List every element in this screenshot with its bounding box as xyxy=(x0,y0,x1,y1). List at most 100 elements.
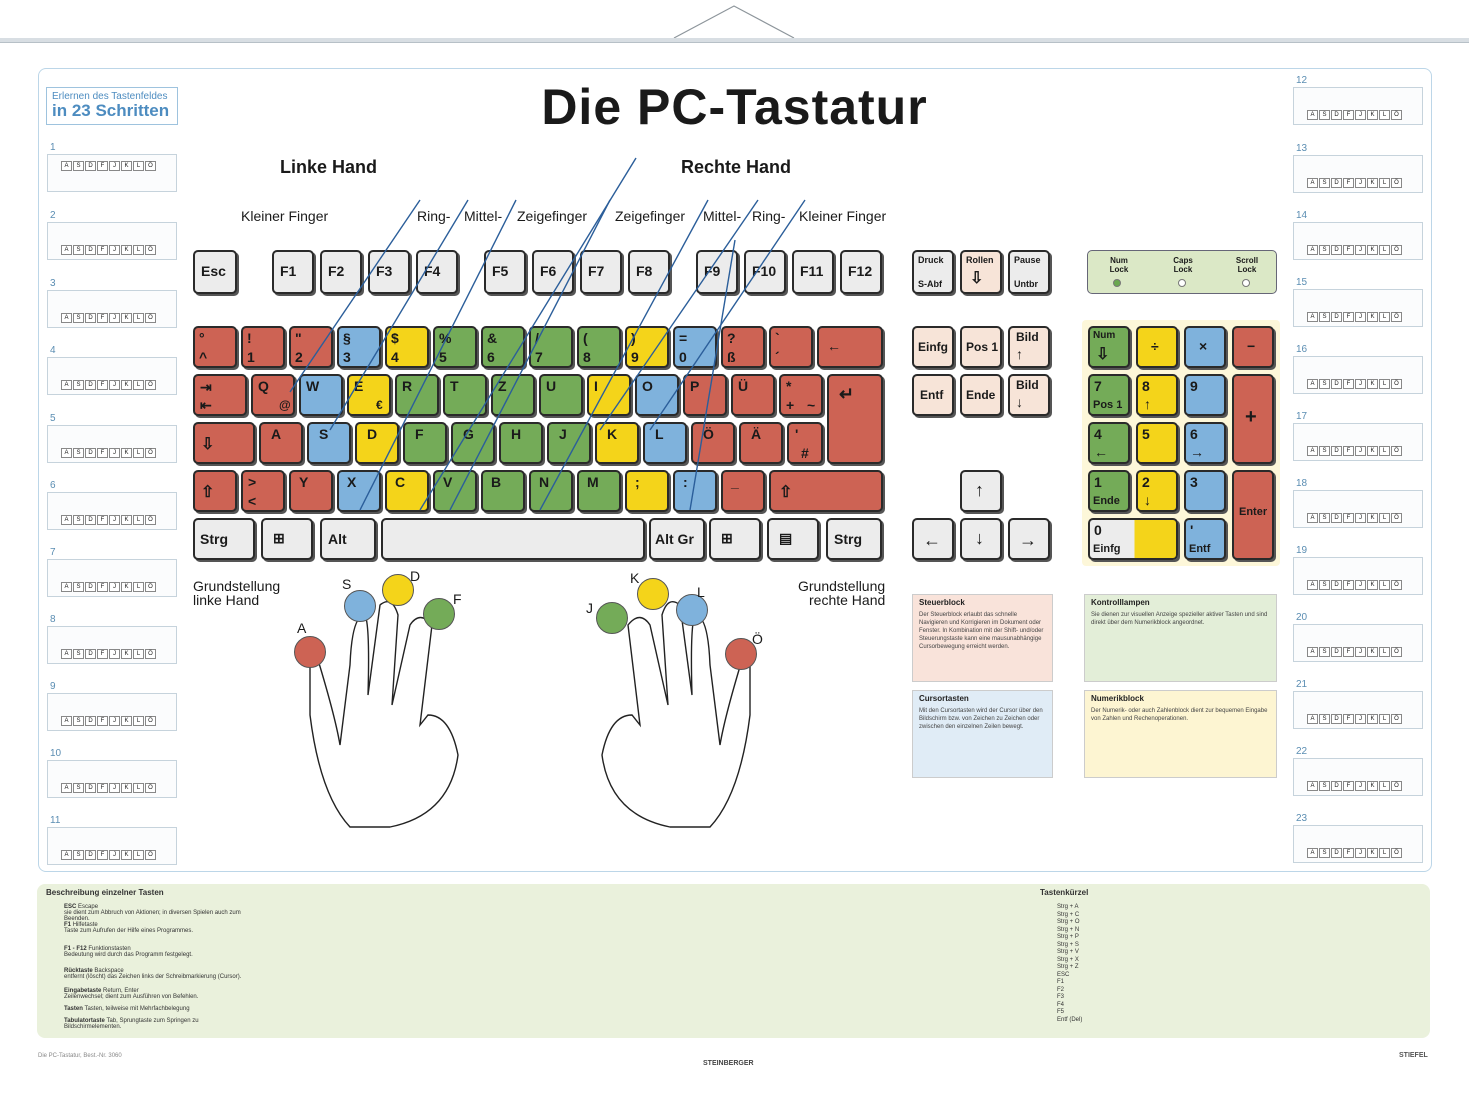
key-plus[interactable]: *+~ xyxy=(779,374,823,416)
key-7[interactable]: /7 xyxy=(529,326,573,368)
key-c[interactable]: C xyxy=(385,470,429,512)
key-num-9[interactable]: 9 xyxy=(1184,374,1226,416)
key-t[interactable]: T xyxy=(443,374,487,416)
key-f8[interactable]: F8 xyxy=(628,250,670,294)
key-backspace[interactable]: ← xyxy=(817,326,883,368)
key-sz[interactable]: ?ß xyxy=(721,326,765,368)
key-bild-up[interactable]: Bild↑ xyxy=(1008,326,1050,368)
key-f4[interactable]: F4 xyxy=(416,250,458,294)
key-f2[interactable]: F2 xyxy=(320,250,362,294)
key-r[interactable]: R xyxy=(395,374,439,416)
key-circumflex[interactable]: °^ xyxy=(193,326,237,368)
key-menu[interactable]: ▤ xyxy=(767,518,819,560)
key-0[interactable]: =0 xyxy=(673,326,717,368)
key-num-8[interactable]: 8↑ xyxy=(1136,374,1178,416)
key-num-multiply[interactable]: × xyxy=(1184,326,1226,368)
key-tab[interactable]: ⇥⇤ xyxy=(193,374,247,416)
key-arrow-left[interactable]: ← xyxy=(912,518,954,560)
key-f9[interactable]: F9 xyxy=(696,250,738,294)
key-arrow-right[interactable]: → xyxy=(1008,518,1050,560)
key-bild-down[interactable]: Bild↓ xyxy=(1008,374,1050,416)
key-num-comma[interactable]: 'Entf xyxy=(1184,518,1226,560)
key-3[interactable]: §3 xyxy=(337,326,381,368)
key-f6[interactable]: F6 xyxy=(532,250,574,294)
key-num-5[interactable]: 5 xyxy=(1136,422,1178,464)
key-einfg[interactable]: Einfg xyxy=(912,326,954,368)
key-d[interactable]: D xyxy=(355,422,399,464)
key-o[interactable]: O xyxy=(635,374,679,416)
key-win-left[interactable]: ⊞ xyxy=(261,518,313,560)
key-h[interactable]: H xyxy=(499,422,543,464)
key-e[interactable]: E€ xyxy=(347,374,391,416)
key-z[interactable]: Z xyxy=(491,374,535,416)
key-f7[interactable]: F7 xyxy=(580,250,622,294)
key-rollen[interactable]: Rollen⇩ xyxy=(960,250,1002,294)
key-pos1[interactable]: Pos 1 xyxy=(960,326,1002,368)
key-altgr[interactable]: Alt Gr xyxy=(649,518,705,560)
key-num-divide[interactable]: ÷ xyxy=(1136,326,1178,368)
key-ctrl-left[interactable]: Strg xyxy=(193,518,255,560)
key-9[interactable]: )9 xyxy=(625,326,669,368)
key-angle[interactable]: >< xyxy=(241,470,285,512)
key-f5[interactable]: F5 xyxy=(484,250,526,294)
key-num-enter[interactable]: Enter xyxy=(1232,470,1274,560)
key-y[interactable]: Y xyxy=(289,470,333,512)
key-num-4[interactable]: 4← xyxy=(1088,422,1130,464)
key-space[interactable] xyxy=(381,518,645,560)
key-f12[interactable]: F12 xyxy=(840,250,882,294)
key-f[interactable]: F xyxy=(403,422,447,464)
key-j[interactable]: J xyxy=(547,422,591,464)
key-ae[interactable]: Ä xyxy=(739,422,783,464)
key-u[interactable]: U xyxy=(539,374,583,416)
key-1[interactable]: !1 xyxy=(241,326,285,368)
key-k[interactable]: K xyxy=(595,422,639,464)
key-hash[interactable]: '# xyxy=(787,422,823,464)
key-v[interactable]: V xyxy=(433,470,477,512)
key-period[interactable]: : xyxy=(673,470,717,512)
key-comma[interactable]: ; xyxy=(625,470,669,512)
key-alt[interactable]: Alt xyxy=(320,518,376,560)
key-num-3[interactable]: 3 xyxy=(1184,470,1226,512)
key-enter[interactable]: ↵ xyxy=(827,374,883,464)
key-g[interactable]: G xyxy=(451,422,495,464)
key-minus[interactable]: _ xyxy=(721,470,765,512)
key-shift-right[interactable]: ⇧ xyxy=(769,470,883,512)
key-num-2[interactable]: 2↓ xyxy=(1136,470,1178,512)
key-p[interactable]: P xyxy=(683,374,727,416)
key-q[interactable]: Q@ xyxy=(251,374,295,416)
key-oe[interactable]: Ö xyxy=(691,422,735,464)
key-l[interactable]: L xyxy=(643,422,687,464)
key-f3[interactable]: F3 xyxy=(368,250,410,294)
key-accent[interactable]: `´ xyxy=(769,326,813,368)
key-num-minus[interactable]: − xyxy=(1232,326,1274,368)
key-arrow-up[interactable]: ↑ xyxy=(960,470,1002,512)
key-4[interactable]: $4 xyxy=(385,326,429,368)
key-i[interactable]: I xyxy=(587,374,631,416)
key-num-plus[interactable]: + xyxy=(1232,374,1274,464)
key-ctrl-right[interactable]: Strg xyxy=(826,518,882,560)
key-8[interactable]: (8 xyxy=(577,326,621,368)
key-capslock[interactable]: ⇩ xyxy=(193,422,255,464)
key-m[interactable]: M xyxy=(577,470,621,512)
key-entf[interactable]: Entf xyxy=(912,374,954,416)
key-f1[interactable]: F1 xyxy=(272,250,314,294)
key-num-6[interactable]: 6→ xyxy=(1184,422,1226,464)
key-ue[interactable]: Ü xyxy=(731,374,775,416)
key-win-right[interactable]: ⊞ xyxy=(709,518,761,560)
key-6[interactable]: &6 xyxy=(481,326,525,368)
key-ende[interactable]: Ende xyxy=(960,374,1002,416)
key-b[interactable]: B xyxy=(481,470,525,512)
key-arrow-down[interactable]: ↓ xyxy=(960,518,1002,560)
key-f10[interactable]: F10 xyxy=(744,250,786,294)
key-w[interactable]: W xyxy=(299,374,343,416)
key-shift-left[interactable]: ⇧ xyxy=(193,470,237,512)
key-a[interactable]: A xyxy=(259,422,303,464)
key-esc[interactable]: Esc xyxy=(193,250,237,294)
key-f11[interactable]: F11 xyxy=(792,250,834,294)
key-s[interactable]: S xyxy=(307,422,351,464)
